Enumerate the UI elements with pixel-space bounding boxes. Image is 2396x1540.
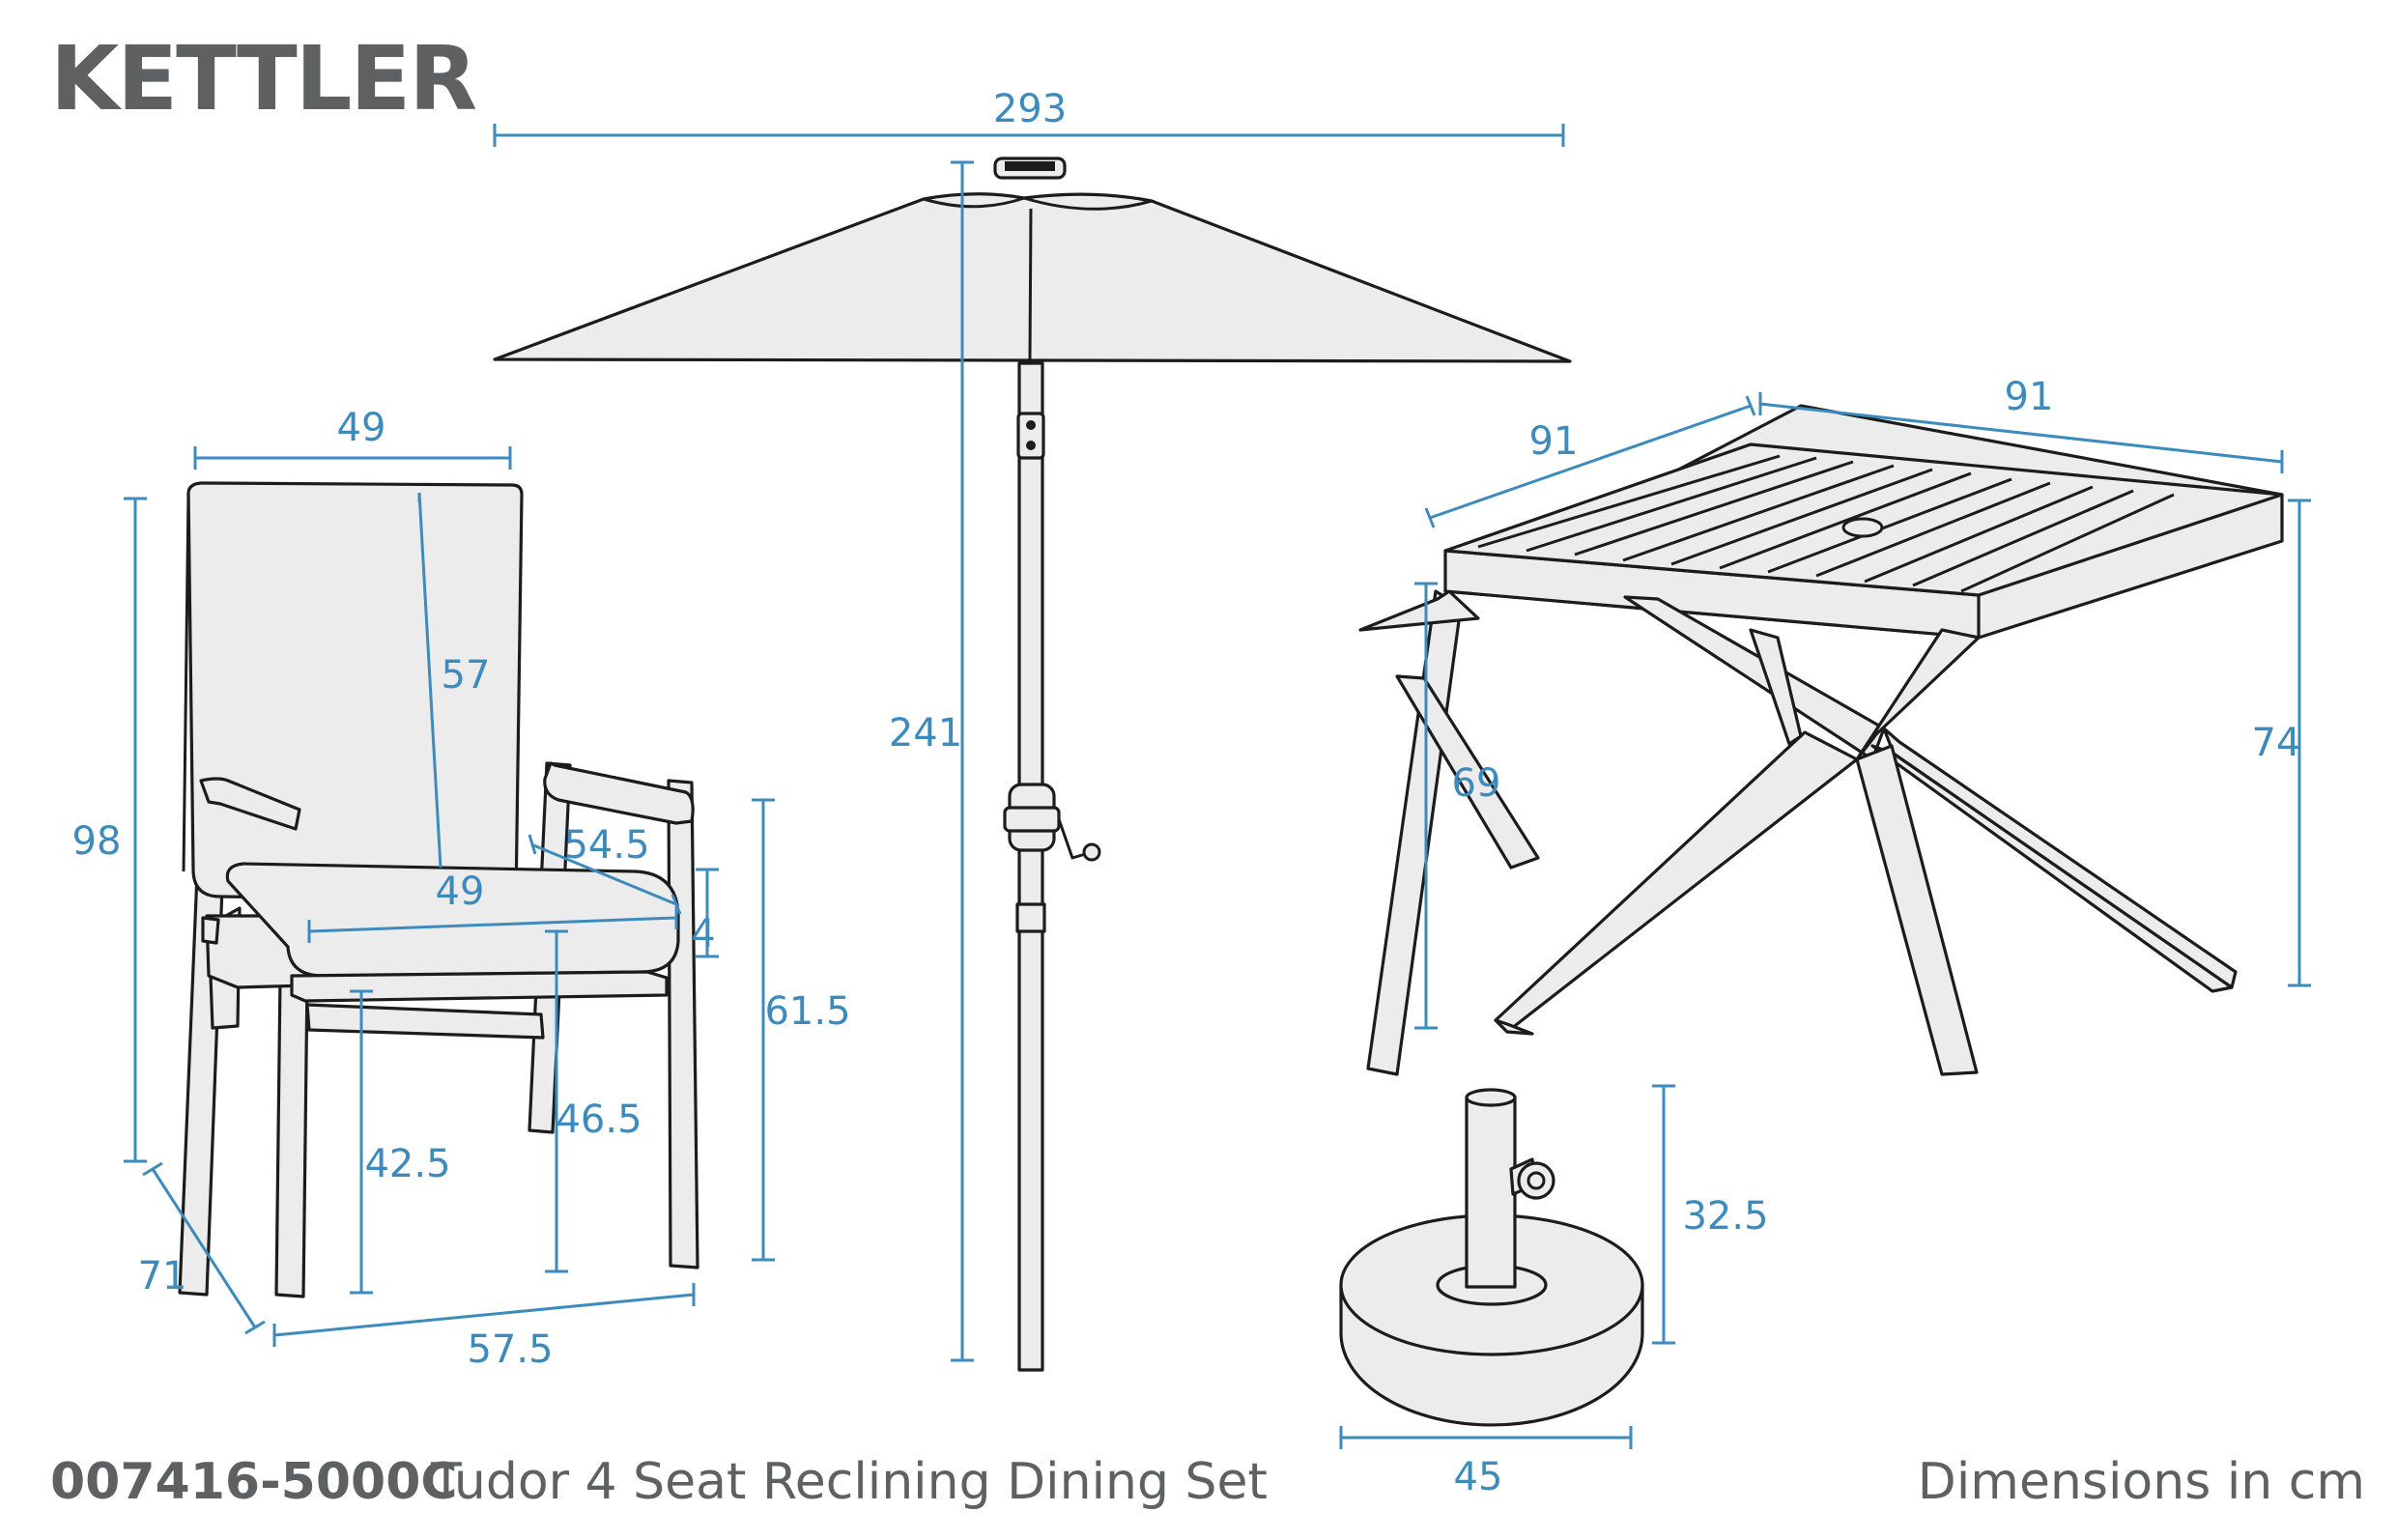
chair-leg-height-label: 42.5 — [364, 1142, 450, 1186]
chair-base-width-label: 57.5 — [467, 1327, 553, 1372]
product-name: Tudor 4 Seat Reclining Dining Set — [431, 1453, 1268, 1511]
chair-seat-diagonal-label: 54.5 — [563, 823, 649, 868]
units-note: Dimensions in cm — [1917, 1453, 2365, 1511]
chair-total-height-label: 98 — [72, 819, 122, 864]
parasol-illustration — [493, 157, 1572, 1372]
table-illustration — [1358, 404, 2284, 1076]
parasol-base-illustration — [1339, 1088, 1644, 1427]
chair-cushion-thickness-label: 4 — [691, 912, 715, 956]
chair-depth-label: 71 — [138, 1254, 187, 1298]
dimension-lines — [124, 124, 2311, 1449]
chair-arm-height-label: 61.5 — [764, 989, 850, 1034]
product-code: 007416-5000C — [50, 1453, 458, 1511]
table-width-label: 91 — [2005, 375, 2054, 419]
kettler-logo: KETTLER — [50, 27, 477, 130]
chair-seat-height-label: 46.5 — [556, 1098, 642, 1142]
chair-illustration — [178, 481, 699, 1298]
chair-seat-width-label: 49 — [436, 870, 485, 914]
chair-width-top-label: 49 — [337, 406, 386, 450]
chair-back-height-label: 57 — [442, 653, 491, 698]
table-height-label: 74 — [2252, 721, 2301, 765]
table-leg-height-label: 69 — [1452, 761, 1501, 806]
table-depth-label: 91 — [1529, 419, 1579, 464]
parasol-width-label: 293 — [993, 87, 1067, 131]
base-height-label: 32.5 — [1682, 1194, 1768, 1239]
base-diameter-label: 45 — [1454, 1455, 1503, 1499]
parasol-height-label: 241 — [889, 711, 962, 756]
